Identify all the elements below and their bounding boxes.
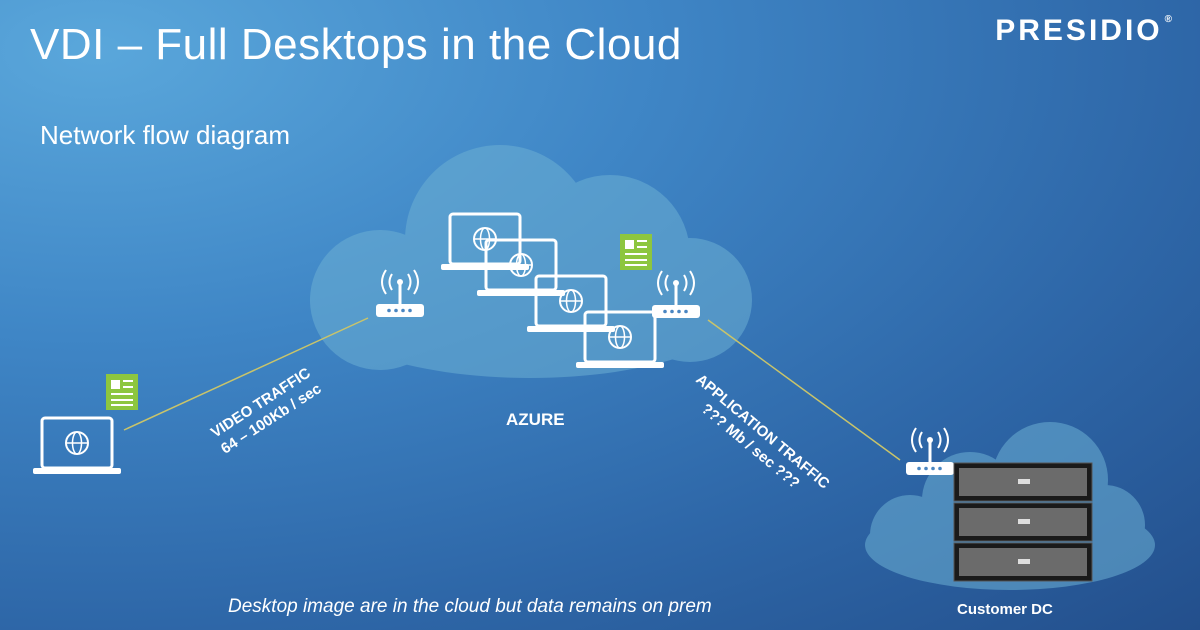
footer-note: Desktop image are in the cloud but data … xyxy=(228,596,712,617)
registered-mark: ® xyxy=(1164,14,1172,25)
application-traffic-line xyxy=(707,319,901,461)
user-document-icon xyxy=(105,373,139,411)
logo-text: PRESIDIO xyxy=(995,14,1163,47)
slide-title: VDI – Full Desktops in the Cloud xyxy=(30,20,682,69)
customer-dc-router-icon xyxy=(904,426,956,477)
presidio-logo: PRESIDIO® xyxy=(995,14,1172,48)
slide-subtitle: Network flow diagram xyxy=(40,120,290,150)
user-laptop-icon xyxy=(31,416,123,476)
video-traffic-line xyxy=(123,317,369,431)
cloud-document-icon xyxy=(619,233,653,271)
azure-label: AZURE xyxy=(506,410,565,429)
customer-dc-label: Customer DC xyxy=(957,601,1053,618)
server-rack-icon xyxy=(953,462,1093,582)
